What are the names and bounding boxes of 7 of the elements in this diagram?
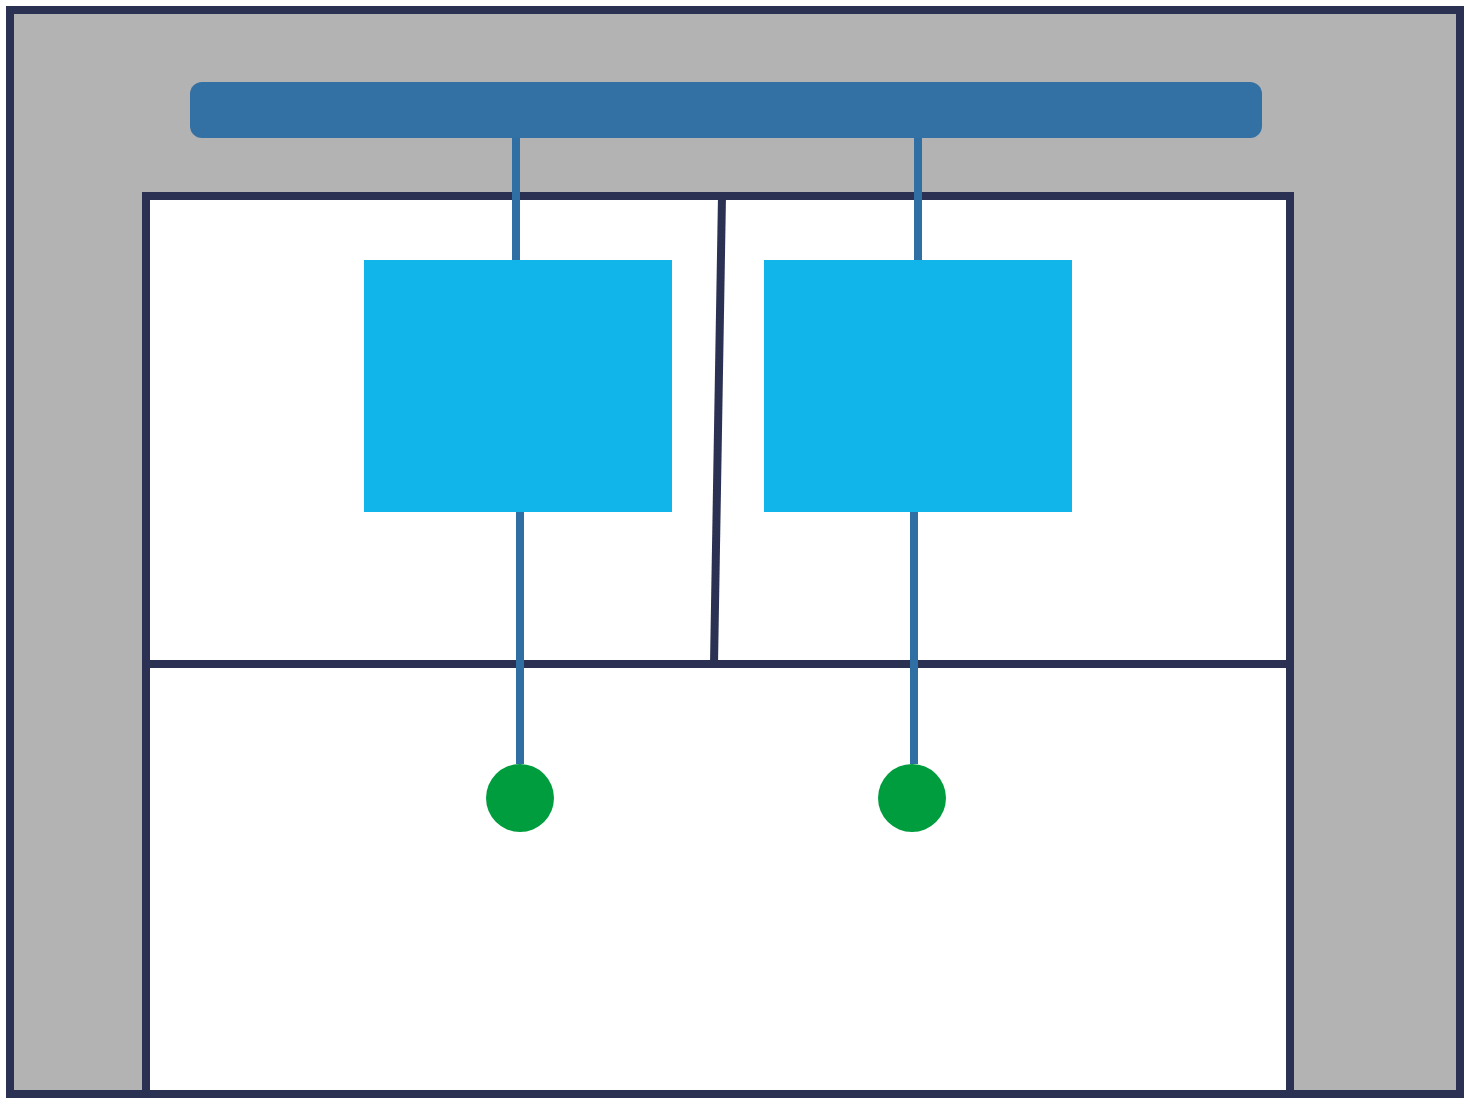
connector-line xyxy=(914,138,922,260)
square-box xyxy=(364,260,672,512)
square-box xyxy=(764,260,1072,512)
connector-line xyxy=(512,138,520,260)
rail-bar xyxy=(190,82,1262,138)
connector-line xyxy=(910,512,918,764)
connector-line xyxy=(516,512,524,764)
